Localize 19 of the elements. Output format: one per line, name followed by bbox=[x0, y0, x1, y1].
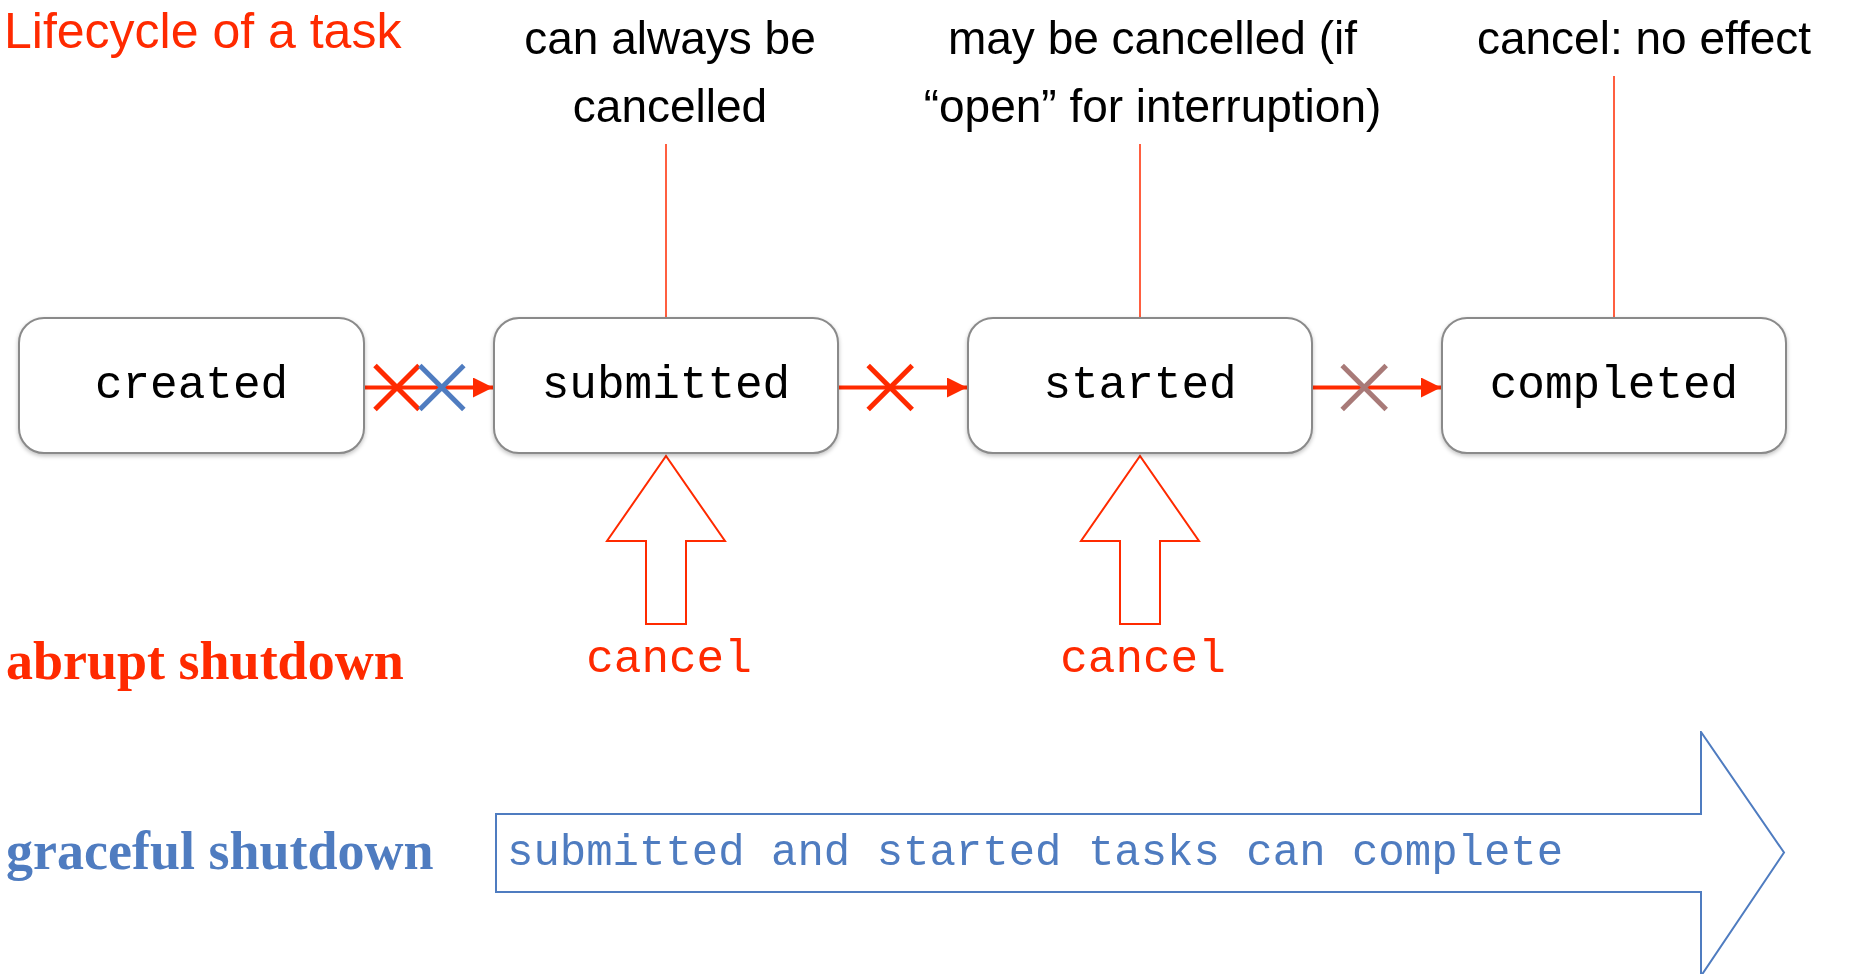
state-box bbox=[493, 317, 839, 454]
block-arrow bbox=[1079, 454, 1201, 625]
arrow-text: submitted and started tasks can complete bbox=[507, 828, 1564, 878]
cancel-label: cancel bbox=[1043, 632, 1243, 688]
annotation-text: cancel: no effect bbox=[1428, 4, 1860, 72]
cancel-label: cancel bbox=[569, 632, 769, 688]
section-label: abrupt shutdown bbox=[6, 630, 404, 692]
state-label: submitted bbox=[541, 359, 791, 412]
section-label: graceful shutdown bbox=[6, 820, 434, 882]
annotation-text: can always be cancelled bbox=[480, 4, 860, 140]
block-arrow bbox=[605, 454, 727, 625]
state-label: created bbox=[94, 359, 289, 412]
state-box bbox=[967, 317, 1313, 454]
diagram-title: Lifecycle of a task bbox=[4, 2, 402, 60]
state-label: started bbox=[1043, 359, 1237, 412]
annotation-text: may be cancelled (if “open” for interruption) bbox=[920, 4, 1385, 140]
state-label: completed bbox=[1489, 359, 1739, 412]
state-box bbox=[1441, 317, 1787, 454]
state-box bbox=[18, 317, 365, 454]
